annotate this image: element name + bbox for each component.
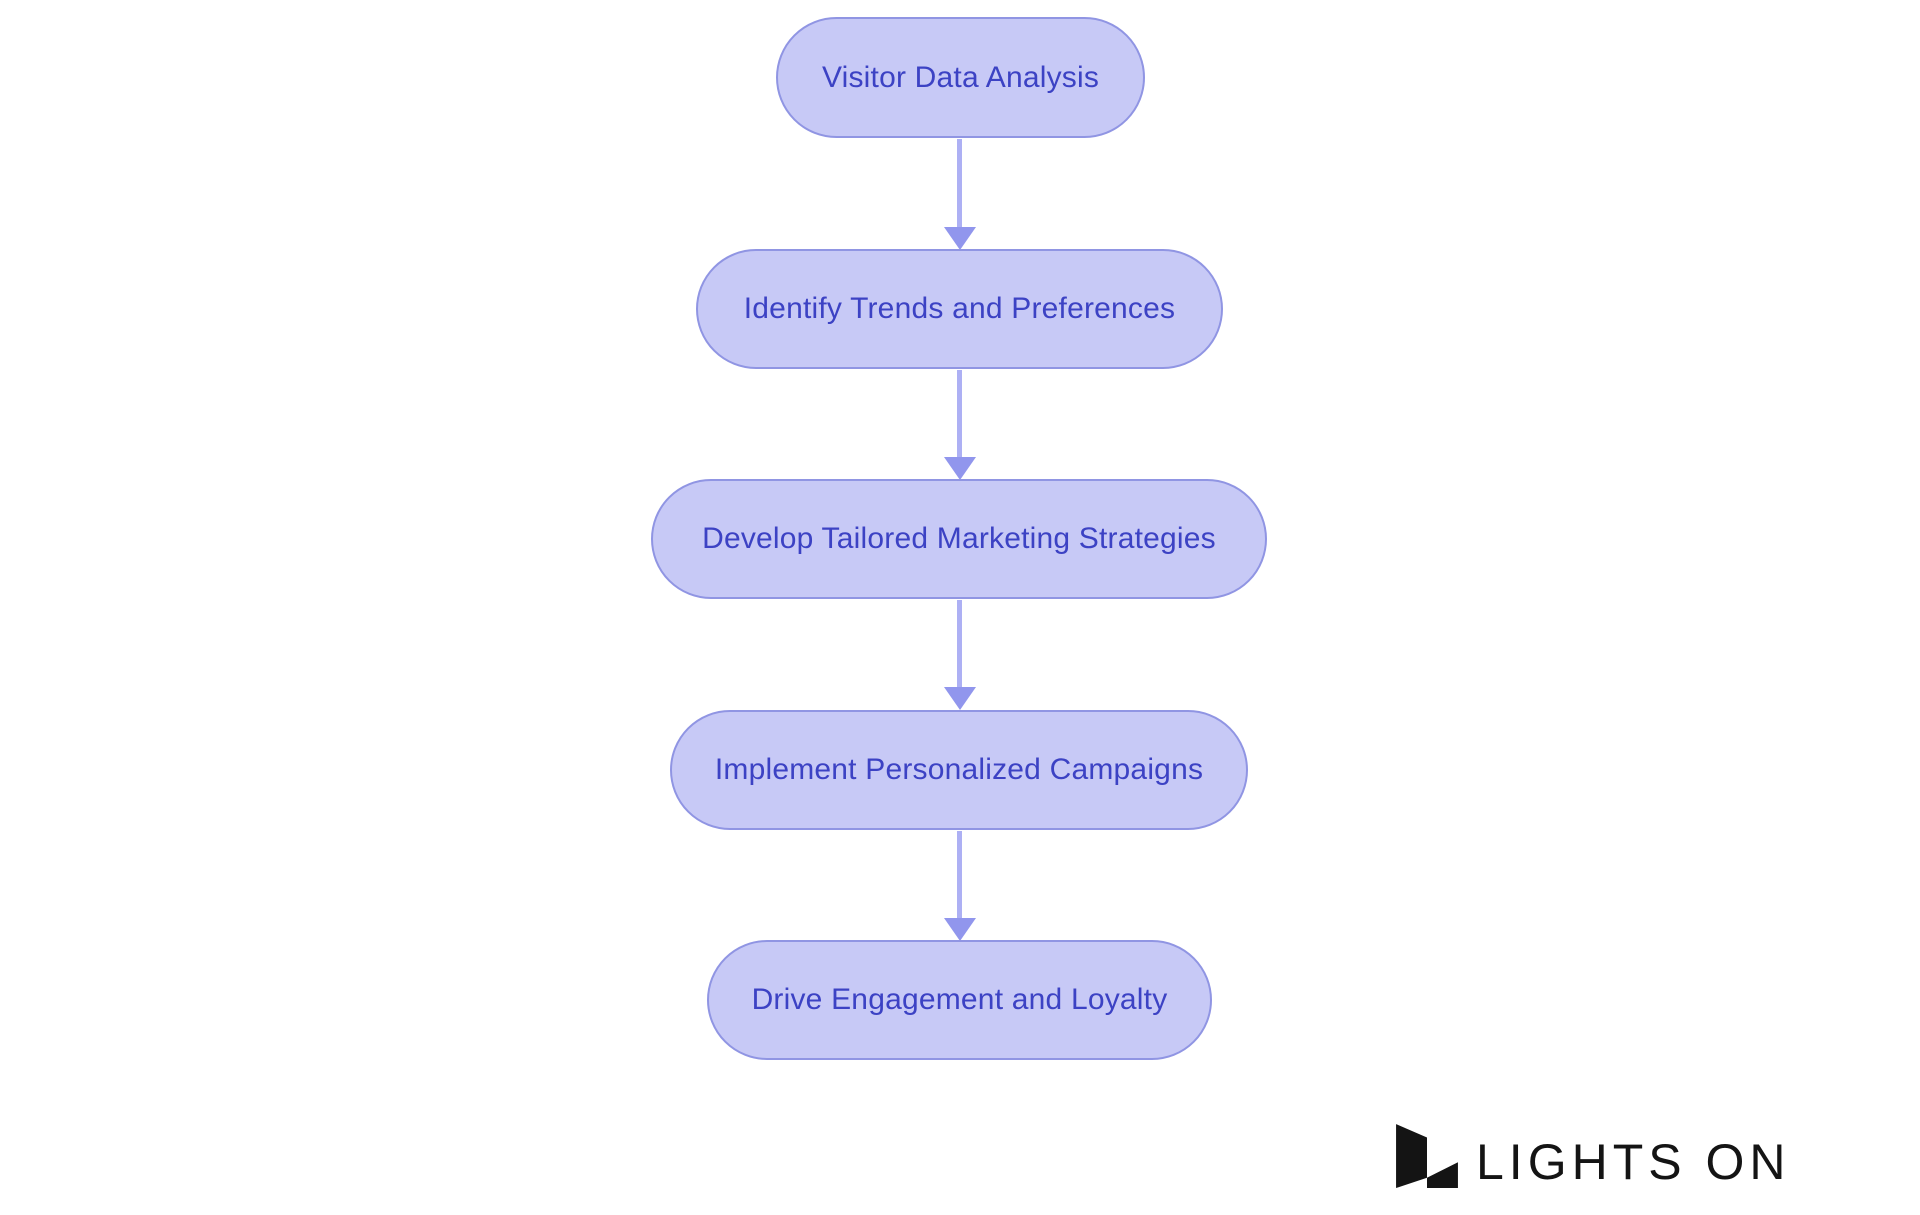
node-label: Drive Engagement and Loyalty (751, 983, 1168, 1016)
node-label: Implement Personalized Campaigns (714, 753, 1204, 786)
flow-node-drive-engagement: Drive Engagement and Loyalty (707, 940, 1212, 1060)
node-label: Develop Tailored Marketing Strategies (702, 522, 1216, 555)
lights-on-logo-icon (1396, 1124, 1458, 1188)
flow-arrow-4 (957, 831, 962, 918)
flow-node-identify-trends: Identify Trends and Preferences (696, 249, 1223, 369)
lights-on-logo: LIGHTS ON (1396, 1122, 1791, 1190)
flow-node-develop-strategies: Develop Tailored Marketing Strategies (651, 479, 1267, 599)
node-label: Identify Trends and Preferences (743, 292, 1176, 325)
flow-arrow-1 (957, 139, 962, 227)
lights-on-logo-text: LIGHTS ON (1476, 1134, 1791, 1190)
node-label: Visitor Data Analysis (821, 60, 1100, 94)
flow-node-implement-campaigns: Implement Personalized Campaigns (670, 710, 1248, 830)
flow-arrow-2 (957, 370, 962, 457)
flow-arrow-3 (957, 600, 962, 687)
flow-node-visitor-data-analysis: Visitor Data Analysis (776, 17, 1145, 138)
